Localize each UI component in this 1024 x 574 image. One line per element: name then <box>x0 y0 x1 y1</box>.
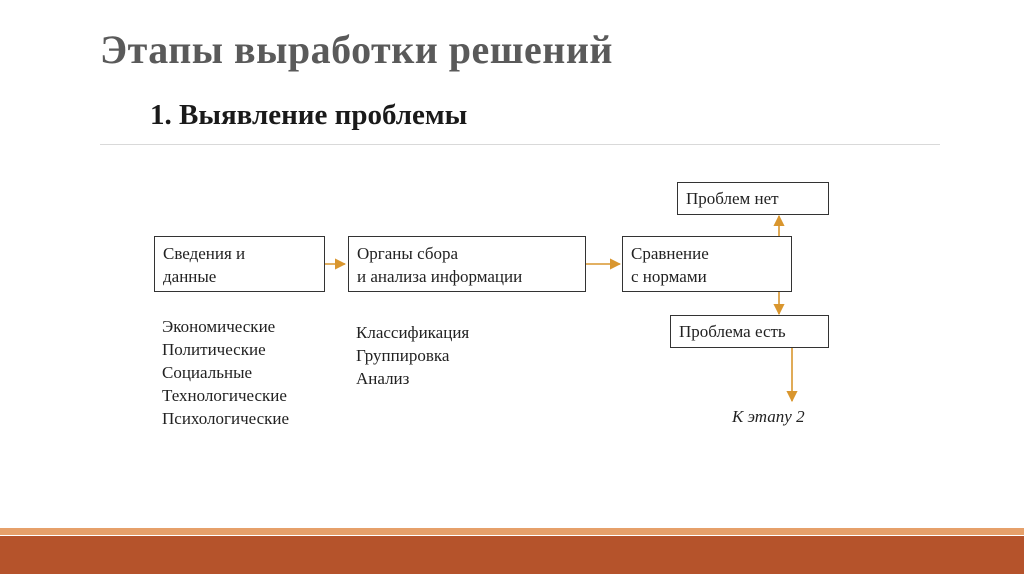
box-info-data: Сведения и данные <box>154 236 325 292</box>
list-item: Психологические <box>162 409 290 428</box>
list-item: Анализ <box>356 369 410 388</box>
list-item: Социальные <box>162 363 253 382</box>
slide-title: Этапы выработки решений <box>100 27 613 72</box>
box-problem-exists: Проблема есть <box>670 315 829 348</box>
list-item: Технологические <box>162 386 287 405</box>
divider-line <box>100 144 940 145</box>
footer-band <box>0 536 1024 574</box>
box-no-problem: Проблем нет <box>677 182 829 215</box>
info-types-list: Экономические Политические Социальные Те… <box>162 315 289 430</box>
list-item: Политические <box>162 340 266 359</box>
box-info-organs: Органы сбора и анализа информации <box>348 236 586 292</box>
slide-subtitle: 1. Выявление проблемы <box>150 99 468 131</box>
footer-accent-stripe <box>0 528 1024 535</box>
list-item: Классификация <box>356 323 470 342</box>
list-item: Экономические <box>162 317 276 336</box>
list-item: Группировка <box>356 346 450 365</box>
next-stage-label: К этапу 2 <box>732 407 805 426</box>
box-compare-norms: Сравнение с нормами <box>622 236 792 292</box>
organs-functions-list: Классификация Группировка Анализ <box>356 321 469 390</box>
